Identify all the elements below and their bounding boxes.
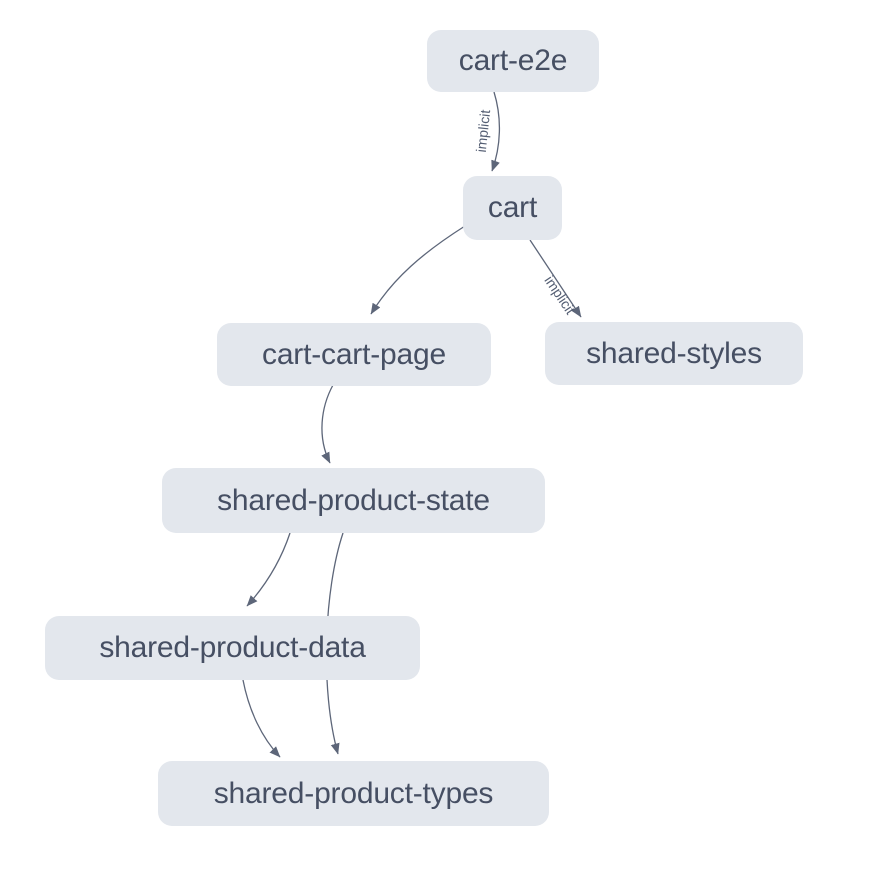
graph-node-shared-styles[interactable]: shared-styles [545,322,803,385]
graph-node-shared-product-types[interactable]: shared-product-types [158,761,549,826]
graph-node-label: cart [487,191,538,224]
graph-node-label: shared-product-data [99,631,366,664]
graph-node-label: shared-product-state [217,483,490,517]
edge-shared-product-data-to-shared-product-types [242,679,281,758]
graph-node-cart-e2e[interactable]: cart-e2e [427,30,599,92]
graph-node-label: cart-cart-page [262,337,446,371]
graph-node-cart-cart-page[interactable]: cart-cart-page [217,323,491,386]
edge-cart-to-shared-styles [529,239,582,318]
edge-cart-to-cart-cart-page [370,225,466,315]
edge-cart-e2e-to-cart [491,91,501,172]
graph-node-label: cart-e2e [458,44,568,77]
graph-node-label: shared-product-types [213,776,494,810]
graph-node-cart[interactable]: cart [463,176,562,240]
graph-node-shared-product-state[interactable]: shared-product-state [162,468,545,533]
graph-node-label: shared-styles [586,336,762,370]
graph-node-shared-product-data[interactable]: shared-product-data [45,616,420,680]
edge-shared-product-state-to-shared-product-data [246,532,291,607]
edge-cart-cart-page-to-shared-product-state [321,384,334,464]
